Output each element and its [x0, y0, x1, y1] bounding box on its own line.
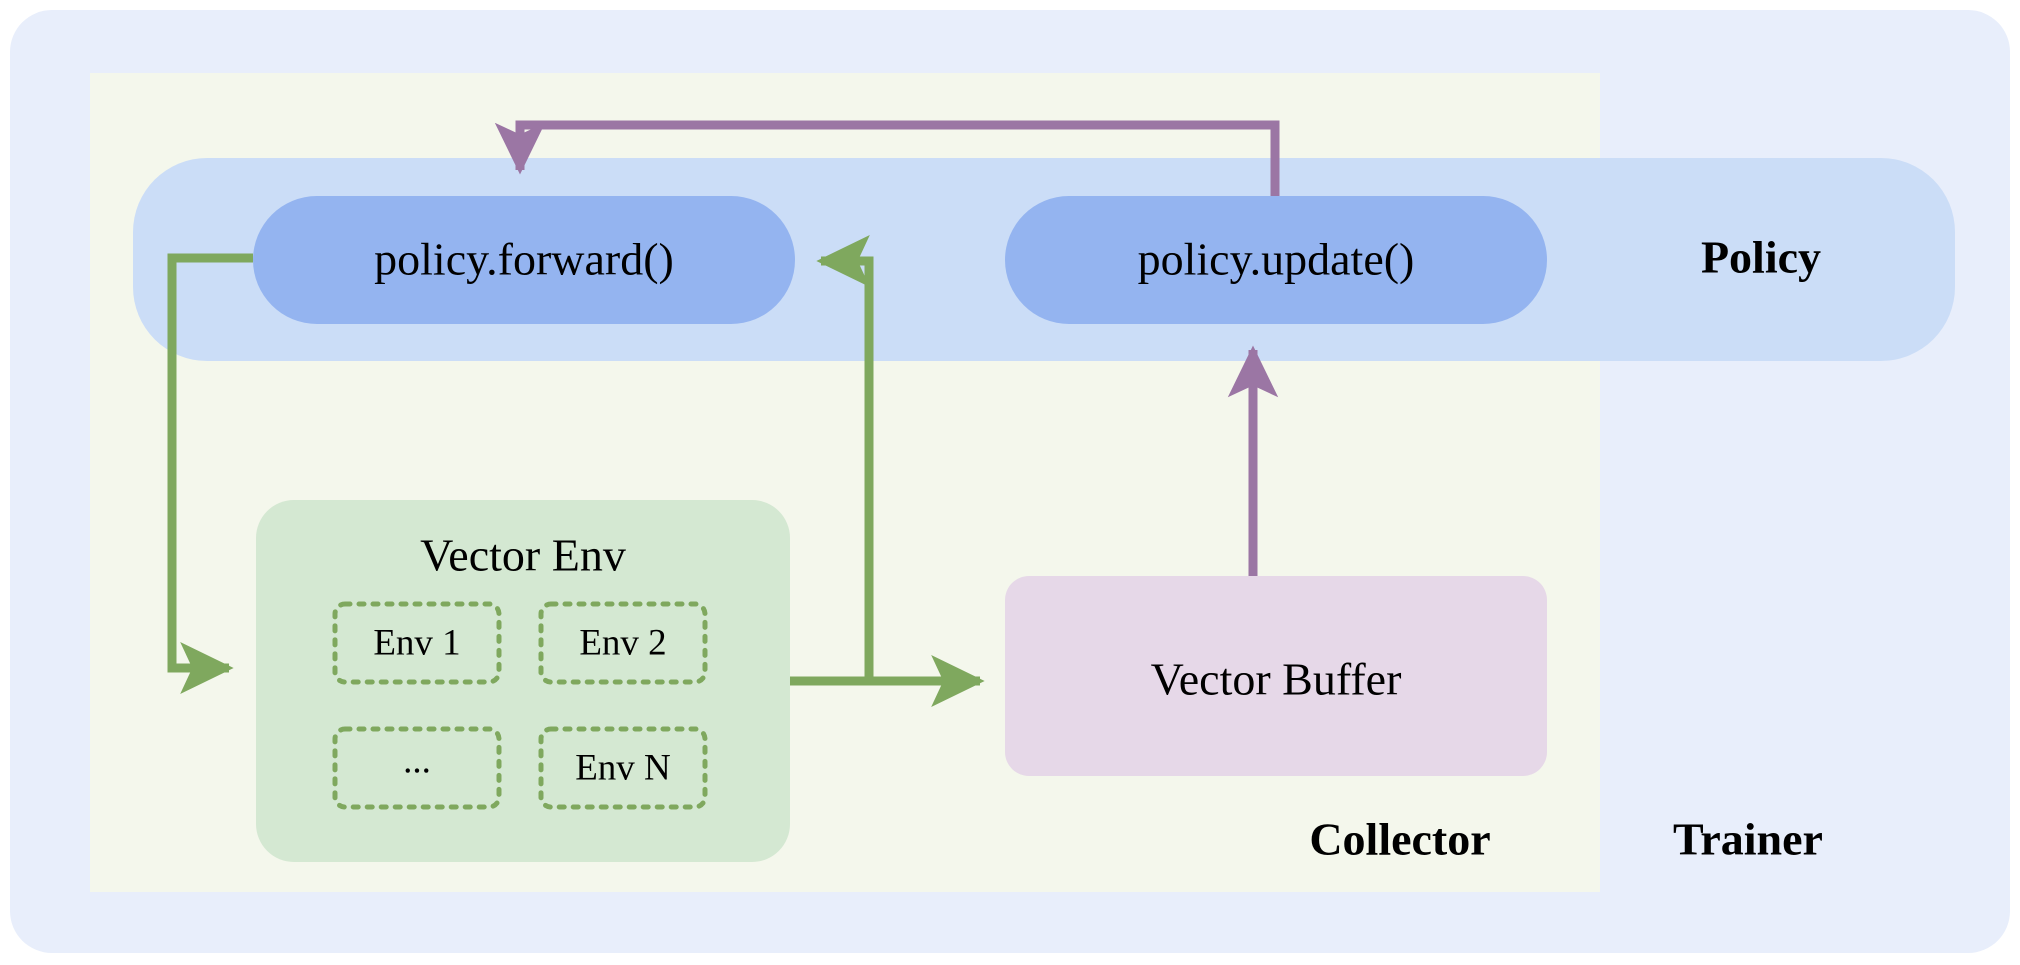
edge-vector-env-to-policy-forward [816, 234, 874, 681]
vector-env-to-policy-forward-arrow [816, 234, 874, 681]
vector-env-title: Vector Env [420, 530, 626, 581]
policy-update-to-policy-forward-arrow [494, 120, 1280, 196]
node-policy-update[interactable]: policy.update() [1005, 196, 1547, 324]
vector-env-box[interactable] [256, 500, 790, 862]
policy-update-box[interactable] [1005, 196, 1547, 324]
env-n-box[interactable] [538, 726, 708, 810]
vector-buffer-box[interactable] [1005, 576, 1547, 776]
policy-forward-label: policy.forward() [374, 234, 674, 285]
env-ellipsis-box[interactable] [332, 726, 502, 810]
env-cell-ellipsis[interactable]: ... [332, 726, 502, 810]
policy-update-label: policy.update() [1138, 234, 1415, 285]
node-vector-env[interactable]: Vector Env Env 1 Env 2 ... Env N [256, 500, 790, 862]
env-cell-env-2[interactable]: Env 2 [538, 601, 708, 685]
trainer-group-label: Trainer [1673, 814, 1823, 865]
env-2-box[interactable] [538, 601, 708, 685]
policy-forward-box[interactable] [253, 196, 795, 324]
forward-to-vector-env-arrow [167, 253, 253, 695]
env-ellipsis-label: ... [403, 740, 431, 781]
env-cell-env-n[interactable]: Env N [538, 726, 708, 810]
node-vector-buffer[interactable]: Vector Buffer [1005, 576, 1547, 776]
env-1-label: Env 1 [373, 622, 460, 663]
collector-group-label: Collector [1309, 814, 1490, 865]
node-policy-forward[interactable]: policy.forward() [253, 196, 795, 324]
env-1-box[interactable] [332, 601, 502, 685]
env-cell-env-1[interactable]: Env 1 [332, 601, 502, 685]
edge-forward-to-vector-env [167, 253, 253, 695]
edge-policy-update-to-policy-forward [494, 120, 1280, 196]
env-2-label: Env 2 [579, 622, 666, 663]
policy-group-label: Policy [1701, 232, 1821, 283]
env-n-label: Env N [575, 747, 671, 788]
vector-buffer-label: Vector Buffer [1151, 654, 1402, 705]
